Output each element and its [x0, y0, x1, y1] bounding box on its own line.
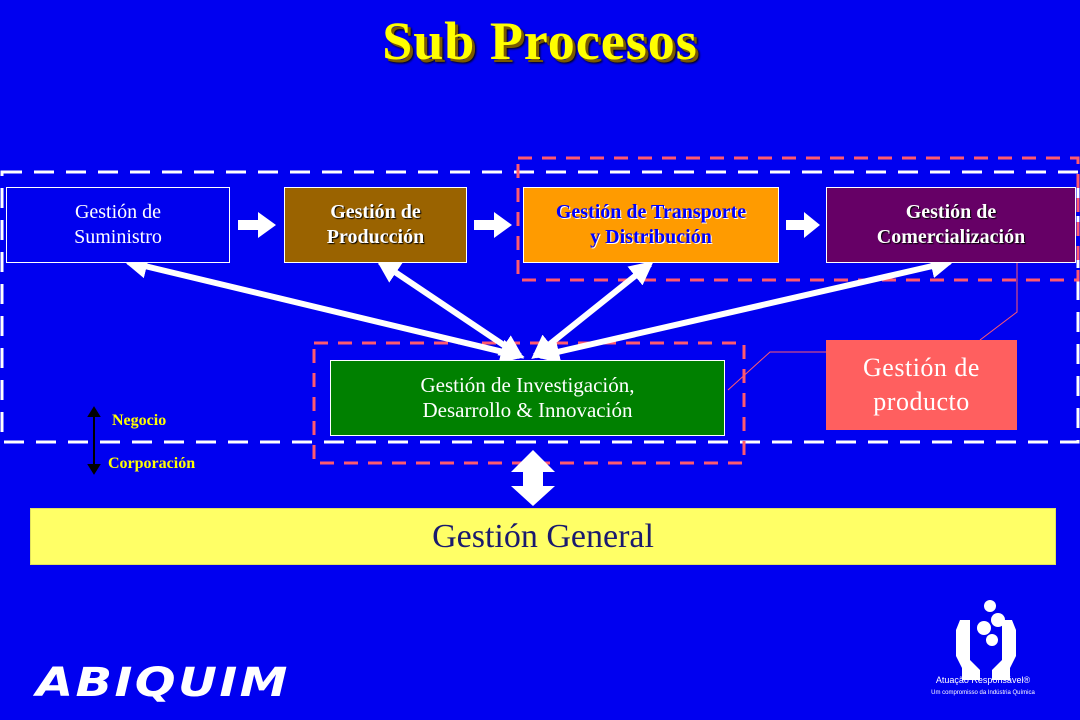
box-label-line: Gestión de	[863, 353, 980, 382]
product-scope-lower	[312, 341, 746, 465]
box-gestion-investigacion: Gestión de Investigación, Desarrollo & I…	[330, 360, 725, 436]
box-gestion-general: Gestión General	[30, 508, 1056, 565]
box-gestion-producto: Gestión de producto	[826, 340, 1017, 430]
rd-arrow-comercializacion	[535, 254, 955, 364]
flow-arrow	[238, 212, 820, 238]
box-label-line: Gestión de Investigación,	[420, 373, 635, 397]
scale-arrow	[87, 406, 101, 475]
rd-arrow-produccion	[376, 259, 524, 359]
box-label-line: Producción	[326, 226, 425, 248]
scale-label-negocio: Negocio	[112, 412, 167, 429]
scale-label-corporacion: Corporación	[108, 455, 196, 472]
box-label-line: Gestión de	[330, 201, 421, 223]
box-gestion-comercializacion: Gestión de Comercialización	[826, 187, 1076, 263]
box-gestion-transporte: Gestión de Transporte y Distribución	[523, 187, 779, 263]
box-label-line: producto	[873, 387, 970, 416]
box-label-line: Desarrollo & Innovación	[422, 398, 633, 422]
producto-connector-upper	[979, 263, 1018, 341]
program-tagline: Um compromisso da Indústria Química	[931, 690, 1035, 696]
abiquim-logo: ABIQUIM	[36, 660, 290, 706]
box-label-line: y Distribución	[590, 226, 712, 248]
page-title: Sub Procesos	[382, 11, 698, 71]
program-name: Atuação Responsável®	[935, 675, 1031, 685]
box-label-line: Suministro	[74, 226, 162, 248]
box-gestion-produccion: Gestión de Producción	[284, 187, 467, 263]
general-arrow	[511, 450, 555, 506]
box-label-line: Gestión de Transporte	[555, 201, 747, 223]
atuacao-logo	[956, 600, 1016, 680]
box-label-line: Gestión de	[74, 201, 162, 223]
box-label-line: Gestión de	[905, 201, 997, 223]
box-label-line: Comercialización	[876, 226, 1026, 248]
box-gestion-suministro: Gestión de Suministro	[6, 187, 230, 263]
